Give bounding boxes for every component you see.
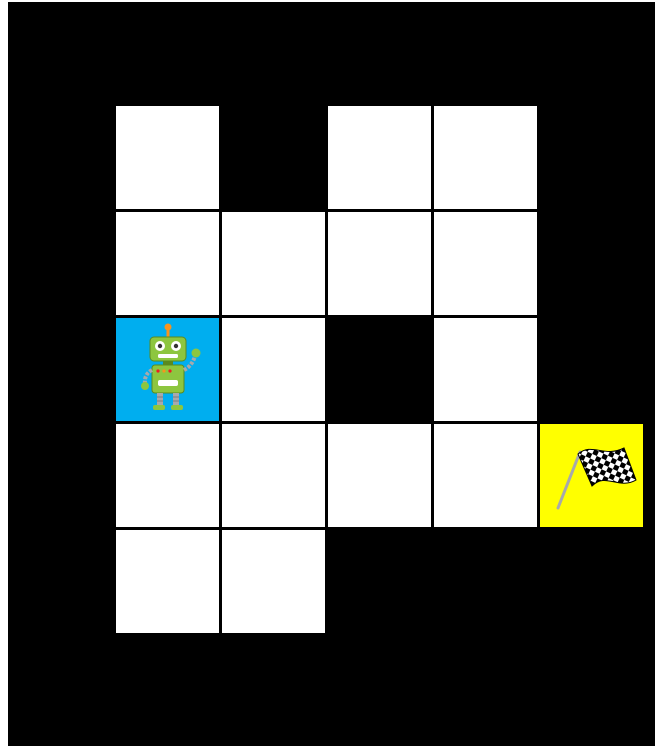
path-cell	[116, 212, 219, 315]
robot-icon	[116, 318, 219, 421]
robot-cell	[116, 318, 219, 421]
path-cell	[116, 424, 219, 527]
path-cell	[328, 424, 431, 527]
goal-cell	[540, 424, 643, 527]
checkered-flag-icon	[540, 424, 643, 527]
path-cell	[328, 106, 431, 209]
path-cell	[116, 106, 219, 209]
path-cell	[434, 212, 537, 315]
path-cell	[222, 318, 325, 421]
path-cell	[328, 212, 431, 315]
path-cell	[222, 212, 325, 315]
path-cell	[434, 424, 537, 527]
path-cell	[222, 424, 325, 527]
maze-board	[8, 2, 655, 746]
path-cell	[434, 318, 537, 421]
path-cell	[222, 530, 325, 633]
path-cell	[116, 530, 219, 633]
path-cell	[434, 106, 537, 209]
